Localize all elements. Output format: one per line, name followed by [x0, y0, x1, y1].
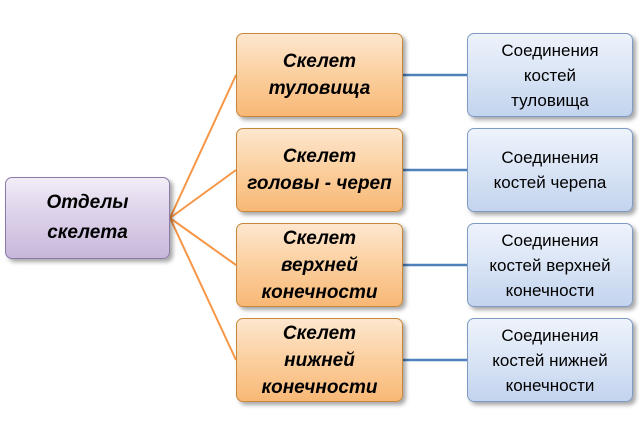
connector-root-to-head [169, 169, 237, 219]
connector-root-to-trunk [169, 74, 237, 219]
section-node-head: Скелет головы - череп [236, 128, 403, 212]
root-node-skeleton-parts: Отделы скелета [5, 177, 170, 259]
connector-root-to-upper-limb [169, 217, 237, 266]
section-node-lower-limb: Скелет нижней конечности [236, 318, 403, 402]
section-node-upper-limb: Скелет верхней конечности [236, 223, 403, 307]
section-node-trunk: Скелет туловища [236, 33, 403, 117]
joint-node-head: Соединения костей черепа [467, 128, 633, 212]
joint-node-upper-limb: Соединения костей верхней конечности [467, 223, 633, 307]
connector-root-to-lower-limb [169, 217, 237, 361]
joint-node-trunk: Соединения костей туловища [467, 33, 633, 117]
joint-node-lower-limb: Соединения костей нижней конечности [467, 318, 633, 402]
